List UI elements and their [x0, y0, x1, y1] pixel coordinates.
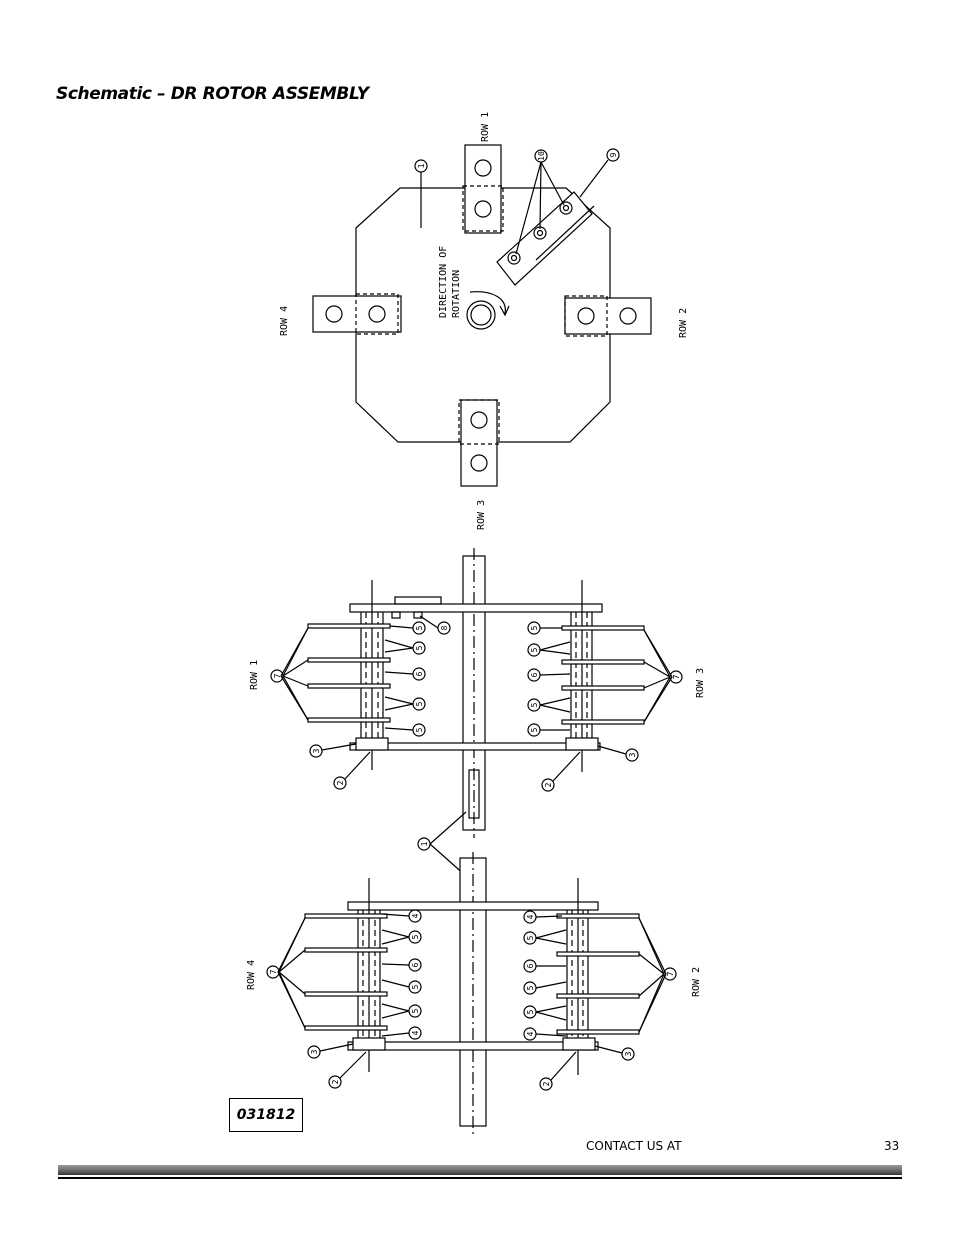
rotor-assembly-row4-row2 — [266, 852, 677, 1136]
callout-1: 1 — [420, 841, 429, 846]
callout-4: 4 — [526, 1031, 535, 1036]
callout-3: 3 — [628, 752, 637, 757]
callout-9: 9 — [609, 152, 618, 157]
callout-7: 7 — [269, 969, 278, 974]
assembly-row3-label: ROW 3 — [695, 668, 706, 698]
callout-2: 2 — [336, 780, 345, 785]
rotor-assembly-row1-row3 — [270, 548, 683, 838]
callout-5: 5 — [411, 984, 420, 989]
diagram-labels: ROW 1 ROW 2 ROW 3 ROW 4 DIRECTION OF ROT… — [246, 112, 706, 997]
callout-4: 4 — [411, 913, 420, 918]
assembly-row4-label: ROW 4 — [246, 960, 257, 990]
callout-2: 2 — [331, 1079, 340, 1084]
callout-5: 5 — [415, 645, 424, 650]
callout-7: 7 — [666, 971, 675, 976]
part-number-box: 031812 — [229, 1098, 303, 1132]
row3-label: ROW 3 — [476, 500, 487, 530]
callout-4: 4 — [526, 914, 535, 919]
footer-rule-line — [58, 1177, 902, 1179]
callout-2: 2 — [542, 1081, 551, 1086]
callout-5: 5 — [411, 934, 420, 939]
callout-2: 2 — [544, 782, 553, 787]
part-number: 031812 — [236, 1107, 296, 1123]
footer-rule — [58, 1165, 902, 1175]
row1-label: ROW 1 — [480, 112, 491, 142]
callout-1: 1 — [417, 163, 426, 168]
callout-6: 6 — [411, 962, 420, 967]
callout-8: 8 — [440, 625, 449, 630]
footer-contact: CONTACT US AT — [586, 1139, 682, 1153]
callout-5: 5 — [415, 625, 424, 630]
callout-3: 3 — [624, 1051, 633, 1056]
callout-5: 5 — [415, 727, 424, 732]
page-title: Schematic – DR ROTOR ASSEMBLY — [56, 84, 369, 104]
callout-5: 5 — [415, 701, 424, 706]
rotor-plate-top-view — [312, 144, 652, 487]
callout-3: 3 — [312, 748, 321, 753]
callout-5: 5 — [526, 985, 535, 990]
callout-6: 6 — [415, 671, 424, 676]
direction-label-line1: DIRECTION OF — [438, 246, 449, 318]
assembly-row2-label: ROW 2 — [691, 967, 702, 997]
callout-5: 5 — [530, 625, 539, 630]
callout-7: 7 — [672, 674, 681, 679]
callout-10: 10 — [537, 151, 546, 161]
callout-5: 5 — [530, 727, 539, 732]
row2-label: ROW 2 — [678, 308, 689, 338]
row4-label: ROW 4 — [279, 306, 290, 336]
callout-7: 7 — [273, 673, 282, 678]
callout-5: 5 — [526, 935, 535, 940]
callout-4: 4 — [411, 1030, 420, 1035]
callout-numbers: 10 9 1 7 7 5 8 5 6 5 5 3 2 5 5 6 5 5 3 2… — [269, 151, 681, 1086]
callout-3: 3 — [310, 1049, 319, 1054]
callout-5: 5 — [411, 1008, 420, 1013]
callout-6: 6 — [526, 963, 535, 968]
callout-5: 5 — [530, 647, 539, 652]
callout-5: 5 — [530, 702, 539, 707]
callout-5: 5 — [526, 1009, 535, 1014]
callout-6: 6 — [530, 672, 539, 677]
direction-label-line2: ROTATION — [451, 270, 462, 318]
page-number: 33 — [884, 1139, 900, 1153]
assembly-row1-label: ROW 1 — [249, 660, 260, 690]
